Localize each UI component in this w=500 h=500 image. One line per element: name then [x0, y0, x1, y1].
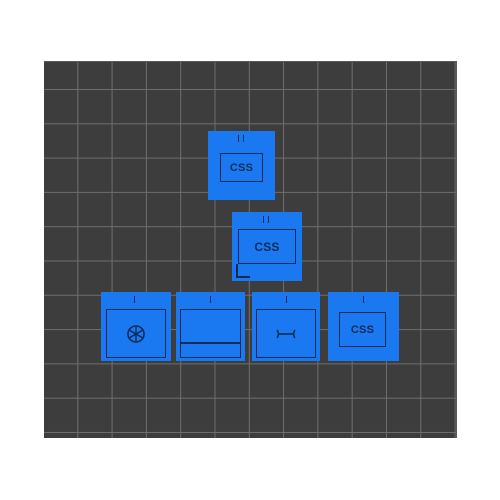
tile-bottom-4-label: CSS: [350, 323, 375, 336]
asterisk-circle-icon: [126, 324, 146, 344]
tile-bottom-4-frame: CSS: [339, 312, 386, 347]
tile-top-tick-right: [243, 135, 244, 142]
tile-bottom-3-frame: [256, 309, 316, 358]
tile-bottom-4-tick: [363, 296, 364, 303]
tile-middle-label: CSS: [254, 239, 280, 254]
horizontal-rule-icon: [181, 342, 240, 344]
tile-top-tick-left: [238, 135, 239, 142]
tile-top-label: CSS: [229, 161, 254, 174]
tile-bottom-1-tick: [134, 296, 135, 303]
tile-bottom-1[interactable]: [101, 292, 171, 361]
tile-middle[interactable]: CSS: [232, 212, 302, 281]
tile-bottom-3[interactable]: [252, 292, 320, 361]
tile-middle-tick-left: [263, 216, 264, 223]
tile-middle-frame: CSS: [238, 229, 296, 264]
tile-middle-tick-right: [268, 216, 269, 223]
tile-bottom-1-frame: [106, 309, 166, 358]
design-canvas[interactable]: CSS CSS: [44, 61, 457, 438]
tile-top[interactable]: CSS: [208, 131, 275, 200]
bracket-span-icon: [275, 327, 297, 341]
tile-bottom-2-frame: [180, 309, 241, 358]
tile-bottom-2-tick: [210, 296, 211, 303]
tile-top-frame: CSS: [220, 153, 263, 182]
tile-middle-bracket: [236, 264, 238, 278]
tile-bottom-3-tick: [286, 296, 287, 303]
tile-bottom-4[interactable]: CSS: [328, 292, 399, 361]
tile-middle-bracket-foot: [236, 276, 250, 278]
tile-bottom-2[interactable]: [176, 292, 245, 361]
